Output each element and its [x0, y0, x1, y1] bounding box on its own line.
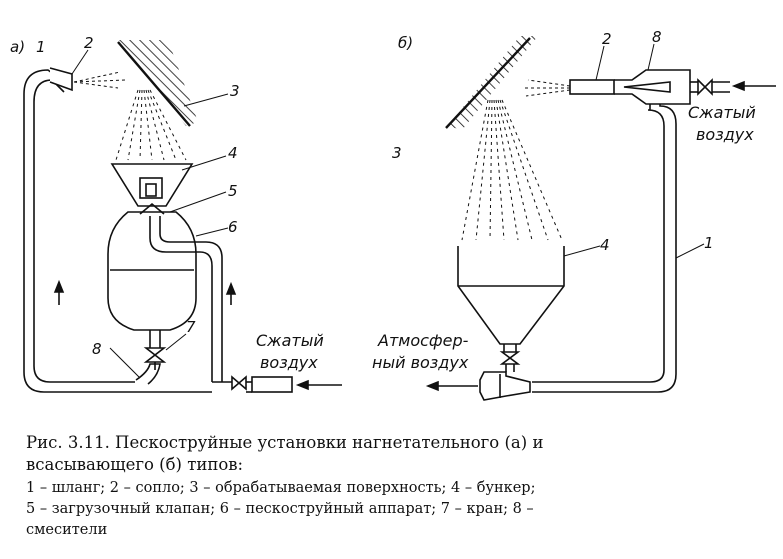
figure-caption: Рис. 3.11. Пескоструйные установки нагне…: [26, 432, 774, 541]
panel-a-nozzle: [49, 67, 73, 92]
caption-title-line1: Рис. 3.11. Пескоструйные установки нагне…: [26, 433, 544, 452]
caption-legend: 1 – шланг; 2 – сопло; 3 – обрабатываемая…: [26, 478, 774, 541]
panel-b-air-arrow: [731, 80, 776, 92]
panel-b-atmos-air-line1: Атмосфер-: [377, 331, 469, 350]
panel-b-compressed-air-line1: Сжатый: [688, 103, 756, 122]
panel-a-callout-1: 1: [36, 38, 46, 56]
panel-b-mixer: [614, 69, 691, 105]
panel-b-compressed-air-line2: воздух: [696, 125, 754, 144]
panel-a-callout-5: 5: [228, 182, 238, 200]
panel-b-callout-1: 1: [704, 234, 714, 252]
panel-a: а): [10, 34, 342, 393]
panel-b-label: б): [398, 34, 413, 52]
panel-a-label: а): [10, 38, 25, 56]
panel-a-hose: [23, 69, 212, 393]
panel-a-callout-8: 8: [92, 340, 102, 358]
panel-a-callout-2: 2: [84, 34, 94, 52]
panel-b-callout-3: 3: [392, 144, 402, 162]
panel-a-air-inlet: [212, 375, 293, 393]
panel-b-nozzle-spray: [524, 79, 571, 97]
panel-b-callout-2: 2: [602, 30, 612, 48]
panel-a-surface: [117, 40, 198, 127]
panel-a-callout-3: 3: [230, 82, 240, 100]
panel-b-spray-cone: [461, 99, 563, 241]
panel-a-loading-valve: [139, 202, 165, 215]
panel-b-callout-4: 4: [600, 236, 610, 254]
panel-a-leaders: [71, 49, 229, 379]
caption-legend-line2: 5 – загрузочный клапан; 6 – пескоструйны…: [26, 501, 534, 517]
panel-a-callout-6: 6: [228, 218, 238, 236]
panel-b: б) 3: [372, 28, 776, 401]
panel-a-spray-cone: [115, 89, 187, 161]
panel-a-nozzle-spray: [73, 71, 126, 89]
panel-b-hopper: [457, 246, 565, 372]
panel-b-surface: [445, 36, 538, 130]
caption-title-line2: всасывающего (б) типов:: [26, 455, 244, 474]
panel-a-callout-4: 4: [228, 144, 238, 162]
panel-a-blast-vessel: [107, 211, 197, 348]
panel-b-nozzle: [569, 79, 615, 95]
panel-b-air-inlet: [690, 78, 730, 96]
panel-b-suction-inlet: [479, 371, 531, 401]
panel-a-air-label-line1: Сжатый: [256, 331, 324, 350]
panel-b-leaders: [563, 43, 705, 259]
caption-legend-line3: смесители: [26, 522, 108, 538]
caption-title: Рис. 3.11. Пескоструйные установки нагне…: [26, 432, 774, 476]
caption-legend-line1: 1 – шланг; 2 – сопло; 3 – обрабатываемая…: [26, 480, 536, 496]
panel-a-air-pipe: [149, 216, 223, 382]
panel-a-hopper: [110, 163, 194, 207]
panel-b-atmos-air-line2: ный воздух: [372, 353, 469, 372]
panel-a-mixer: [135, 363, 161, 385]
panel-a-flow-arrows: [53, 279, 342, 391]
panel-b-hose: [532, 104, 677, 393]
panel-b-callout-8: 8: [652, 28, 662, 46]
panel-a-callout-7: 7: [186, 318, 196, 336]
panel-b-atmos-arrow: [425, 380, 478, 392]
sandblasting-diagram: а): [10, 28, 776, 401]
panel-a-air-label-line2: воздух: [260, 353, 318, 372]
